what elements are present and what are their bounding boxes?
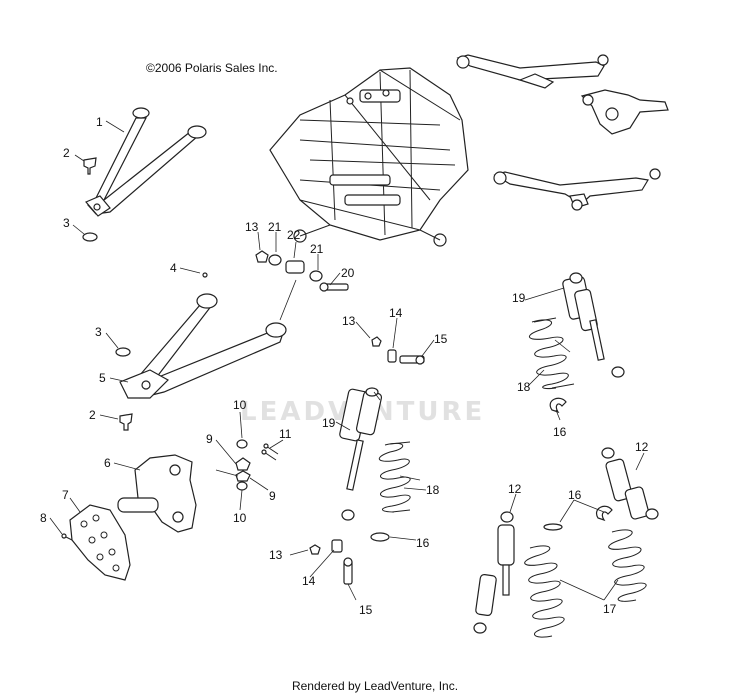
callout-2: 2 (63, 146, 70, 160)
callout-22: 22 (287, 228, 301, 242)
pivot-pin-lower (309, 539, 353, 585)
upper-right-a-arm (456, 54, 609, 89)
callout-10: 10 (233, 398, 247, 412)
callout-1: 1 (96, 115, 103, 129)
spring-retainer-right (549, 397, 567, 414)
spring-retainer-center (370, 532, 390, 542)
front-shock-center (339, 387, 383, 521)
frame-assembly (269, 67, 469, 247)
brake-disc (69, 504, 131, 581)
callout-7: 7 (62, 488, 69, 502)
disc-screw (61, 533, 73, 541)
spring-bottom-left (524, 545, 565, 638)
upper-a-arm (85, 107, 207, 217)
callout-13: 13 (269, 548, 283, 562)
callout-2: 2 (89, 408, 96, 422)
spring-retainers-bottom (543, 505, 613, 531)
front-spring-center (378, 441, 411, 513)
front-knuckle (117, 454, 197, 533)
ball-joint-upper (83, 157, 97, 175)
callout-8: 8 (40, 511, 47, 525)
bushing-hardware (235, 439, 279, 491)
copyright-notice: ©2006 Polaris Sales Inc. (146, 61, 278, 75)
callout-19: 19 (512, 291, 526, 305)
callout-14: 14 (389, 306, 403, 320)
callout-12: 12 (635, 440, 649, 454)
callout-16: 16 (416, 536, 430, 550)
callout-9: 9 (206, 432, 213, 446)
callout-19: 19 (322, 416, 336, 430)
callout-3: 3 (95, 325, 102, 339)
callout-6: 6 (104, 456, 111, 470)
callout-15: 15 (434, 332, 448, 346)
callout-21: 21 (268, 220, 282, 234)
callout-10: 10 (233, 511, 247, 525)
ball-joint-lower (119, 413, 133, 431)
callout-14: 14 (302, 574, 316, 588)
retaining-ring-upper (82, 232, 98, 242)
callout-4: 4 (170, 261, 177, 275)
right-knuckle (580, 89, 669, 135)
lower-a-arm (119, 293, 287, 399)
callout-5: 5 (99, 371, 106, 385)
callout-16: 16 (553, 425, 567, 439)
pivot-pin-upper (371, 336, 425, 365)
lower-right-a-arm (493, 168, 661, 211)
rear-spring-right (528, 317, 575, 389)
callout-3: 3 (63, 216, 70, 230)
leader-lines (49, 120, 645, 601)
callout-13: 13 (245, 220, 259, 234)
footer-credit: Rendered by LeadVenture, Inc. (291, 679, 459, 693)
callout-11: 11 (279, 427, 292, 441)
callout-17: 17 (603, 602, 617, 616)
callout-21: 21 (310, 242, 324, 256)
callout-16: 16 (568, 488, 582, 502)
spring-bottom-right (608, 529, 647, 602)
rear-shock-right (562, 272, 625, 378)
shock-right-bottom (601, 447, 659, 520)
callout-20: 20 (341, 266, 355, 280)
callout-12: 12 (508, 482, 522, 496)
pivot-hardware (255, 250, 349, 292)
callout-labels: 1 2 3 4 3 5 2 6 7 8 13 21 22 21 20 13 14… (40, 115, 649, 617)
callout-13: 13 (342, 314, 356, 328)
grease-fitting (202, 272, 208, 278)
callout-9: 9 (269, 489, 276, 503)
callout-15: 15 (359, 603, 373, 617)
callout-18: 18 (426, 483, 440, 497)
callout-18: 18 (517, 380, 531, 394)
retaining-ring-lower (115, 347, 131, 357)
shock-left-bottom (473, 511, 515, 634)
